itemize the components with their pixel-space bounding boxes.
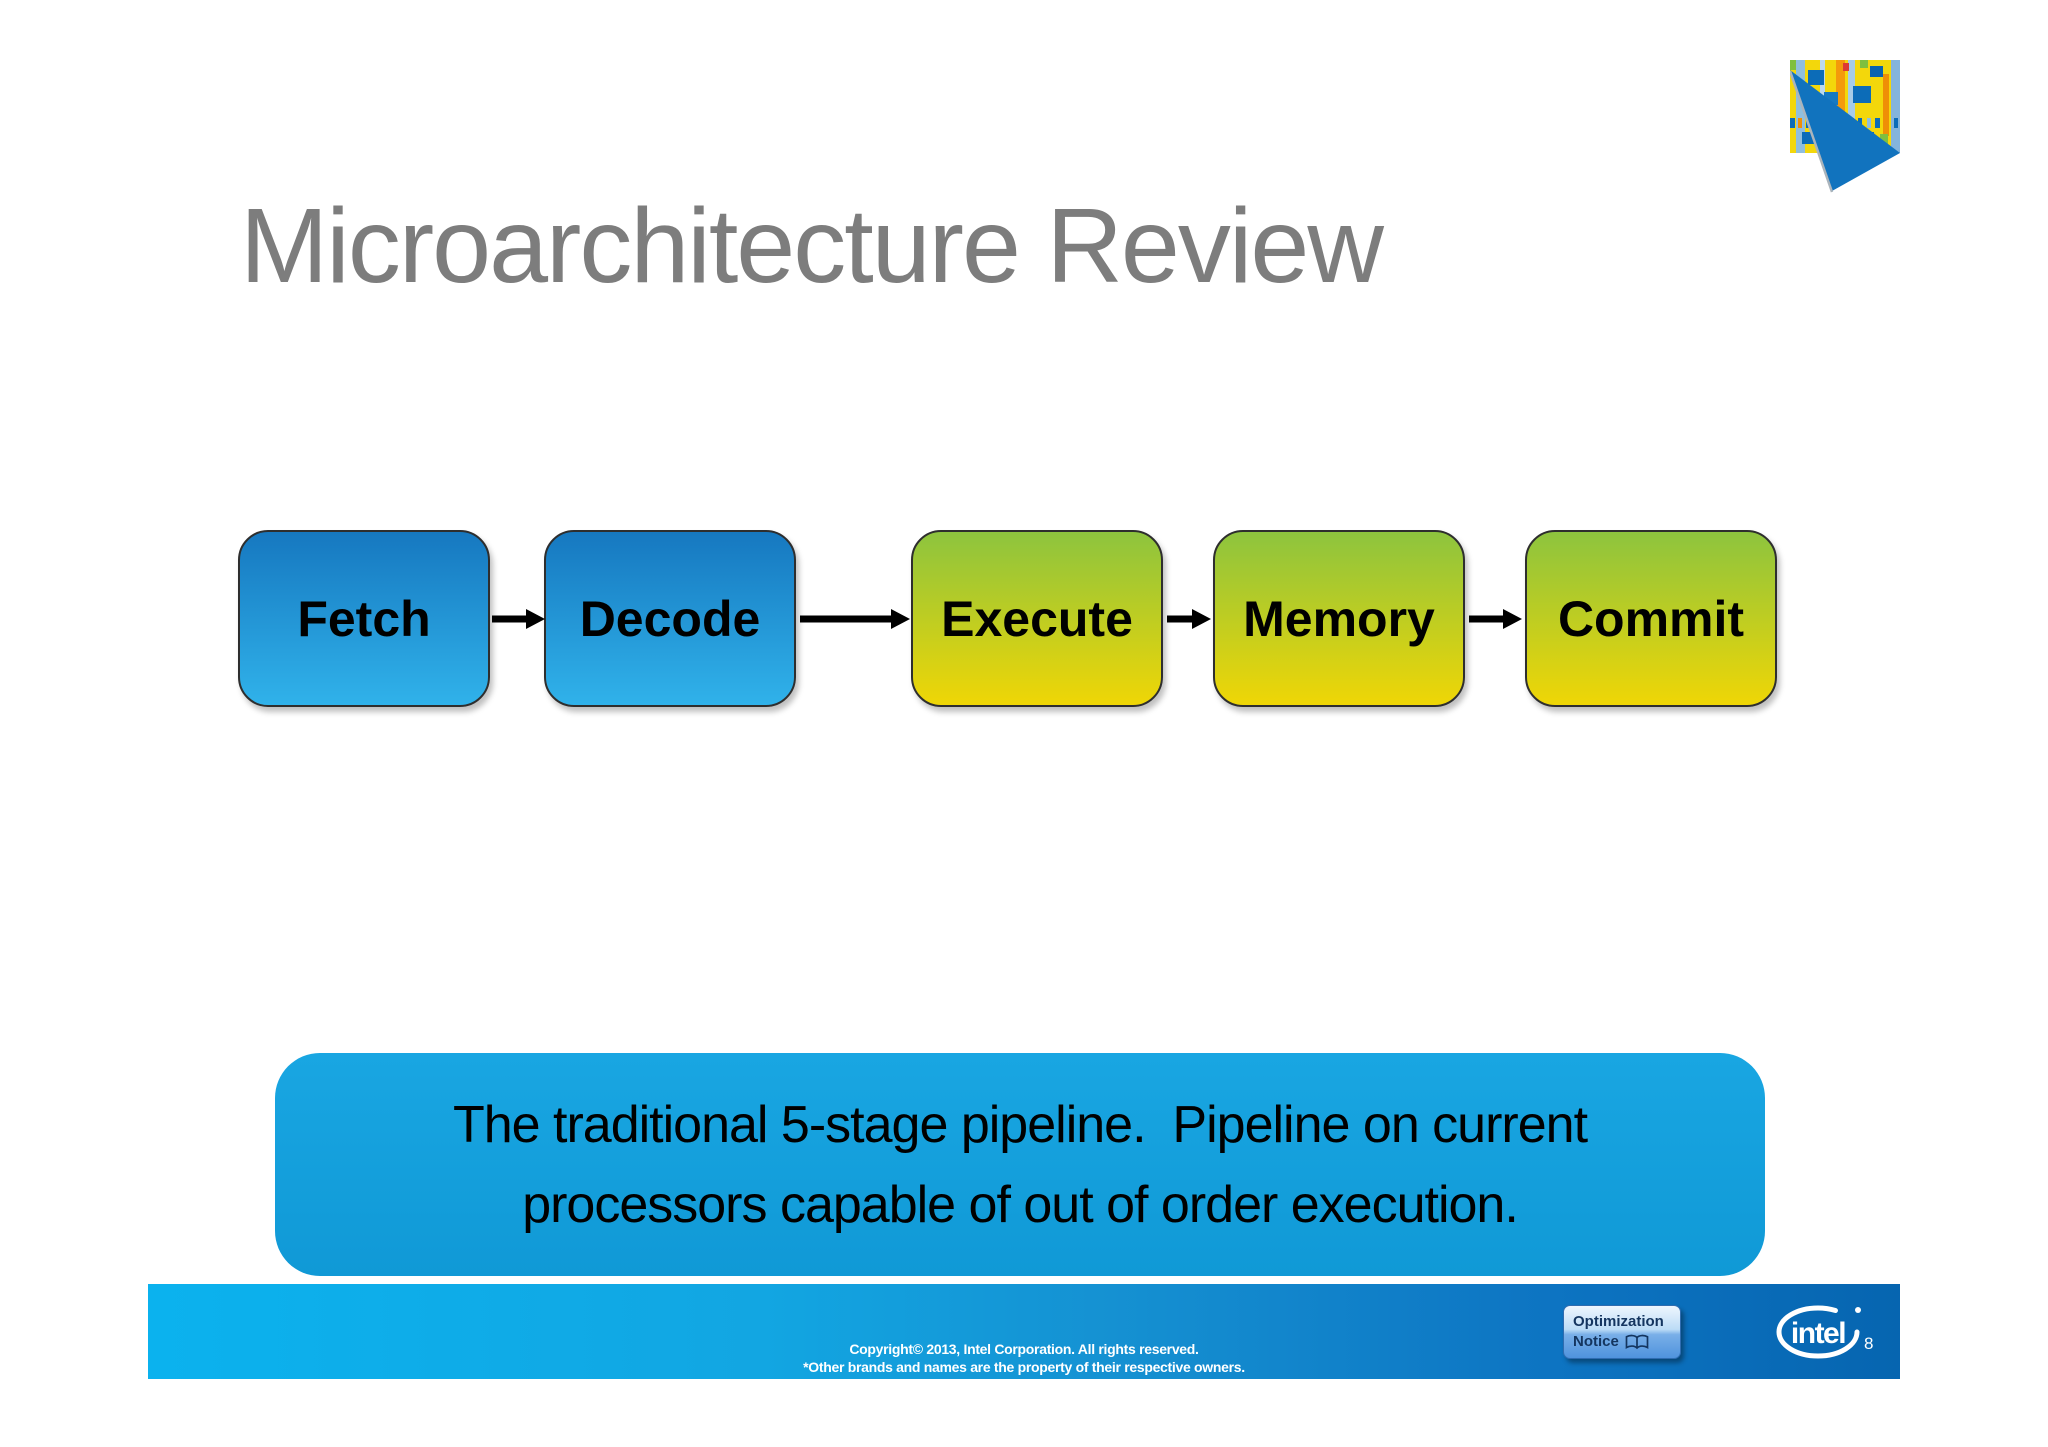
caption-box: The traditional 5-stage pipeline. Pipeli… <box>275 1053 1765 1276</box>
stage-label: Memory <box>1243 590 1435 647</box>
optimization-notice-line-1: Optimization <box>1573 1313 1664 1330</box>
intel-mosaic-icon <box>1788 60 1900 193</box>
pipeline-stage-memory: Memory <box>1213 530 1465 707</box>
pipeline-stage-decode: Decode <box>544 530 796 707</box>
arrow-fetch-decode <box>492 609 545 629</box>
caption-line-2: processors capable of out of order execu… <box>522 1175 1519 1234</box>
intel-mosaic-logo <box>1788 60 1900 196</box>
book-icon <box>1625 1334 1649 1349</box>
optimization-notice-line-2: Notice <box>1573 1333 1619 1350</box>
stage-label: Execute <box>941 590 1133 647</box>
intel-logo-text: intel <box>1791 1317 1845 1350</box>
copyright-text: Copyright© 2013, Intel Corporation. All … <box>148 1340 1900 1376</box>
stage-label: Fetch <box>297 590 431 647</box>
pipeline-arrows <box>492 609 1522 629</box>
page-title: Microarchitecture Review <box>240 187 1384 305</box>
pipeline-stage-commit: Commit <box>1525 530 1777 707</box>
page-number: 8 <box>1864 1334 1874 1353</box>
pipeline-stage-fetch: Fetch <box>238 530 490 707</box>
copyright-line-2: *Other brands and names are the property… <box>803 1359 1245 1375</box>
stage-label: Commit <box>1557 590 1745 647</box>
footer-bar: Copyright© 2013, Intel Corporation. All … <box>148 1284 1900 1379</box>
optimization-notice-button[interactable]: Optimization Notice <box>1563 1305 1681 1359</box>
copyright-line-1: Copyright© 2013, Intel Corporation. All … <box>849 1341 1199 1357</box>
arrow-memory-commit <box>1469 609 1522 629</box>
stage-label: Decode <box>579 590 761 647</box>
intel-logo: intel <box>1774 1302 1870 1360</box>
arrow-execute-memory <box>1167 609 1211 629</box>
pipeline-stage-execute: Execute <box>911 530 1163 707</box>
intel-swoosh-icon: intel <box>1776 1305 1861 1359</box>
caption-line-1: The traditional 5-stage pipeline. Pipeli… <box>452 1095 1588 1154</box>
arrow-decode-execute <box>800 609 910 629</box>
